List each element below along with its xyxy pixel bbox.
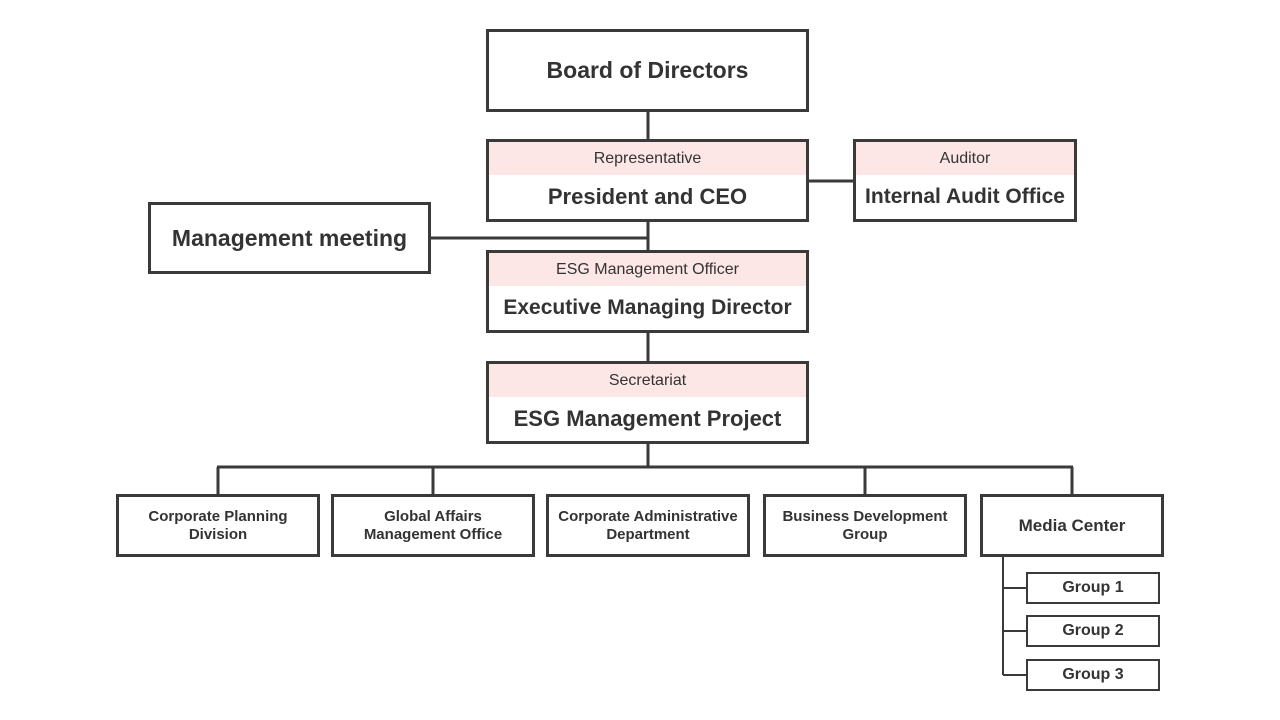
media-center-box: Media Center: [980, 494, 1164, 557]
media-group-box: Group 2: [1026, 615, 1160, 647]
media-group-box: Group 1: [1026, 572, 1160, 604]
department-label: Corporate Planning Division: [148, 507, 288, 543]
media-group-label: Group 3: [1062, 666, 1124, 683]
ceo-name-label: President and CEO: [547, 184, 748, 209]
media-group-box: Group 3: [1026, 659, 1160, 691]
auditor-role-label: Auditor: [856, 142, 1074, 175]
department-box: Business Development Group: [763, 494, 967, 557]
department-label: Business Development Group: [782, 507, 948, 543]
board-of-directors-box: Board of Directors: [486, 29, 809, 112]
esg-project-box: Secretariat ESG Management Project: [486, 361, 809, 444]
department-label: Global Affairs Management Office: [363, 507, 503, 543]
esg-officer-box: ESG Management Officer Executive Managin…: [486, 250, 809, 333]
board-of-directors-label: Board of Directors: [546, 57, 749, 83]
auditor-name-label: Internal Audit Office: [865, 185, 1065, 208]
esg-project-role-label: Secretariat: [489, 364, 806, 397]
esg-officer-name-label: Executive Managing Director: [503, 296, 792, 319]
department-box: Corporate Administrative Department: [546, 494, 750, 557]
esg-officer-role-label: ESG Management Officer: [489, 253, 806, 286]
management-meeting-box: Management meeting: [148, 202, 431, 274]
media-group-label: Group 1: [1062, 579, 1124, 596]
esg-project-name-label: ESG Management Project: [513, 406, 782, 431]
department-label: Corporate Administrative Department: [558, 507, 738, 543]
management-meeting-label: Management meeting: [171, 224, 408, 251]
internal-audit-box: Auditor Internal Audit Office: [853, 139, 1077, 222]
media-group-label: Group 2: [1062, 622, 1124, 639]
department-box: Global Affairs Management Office: [331, 494, 535, 557]
ceo-role-label: Representative: [489, 142, 806, 175]
media-center-label: Media Center: [1018, 515, 1126, 535]
department-box: Corporate Planning Division: [116, 494, 320, 557]
president-ceo-box: Representative President and CEO: [486, 139, 809, 222]
